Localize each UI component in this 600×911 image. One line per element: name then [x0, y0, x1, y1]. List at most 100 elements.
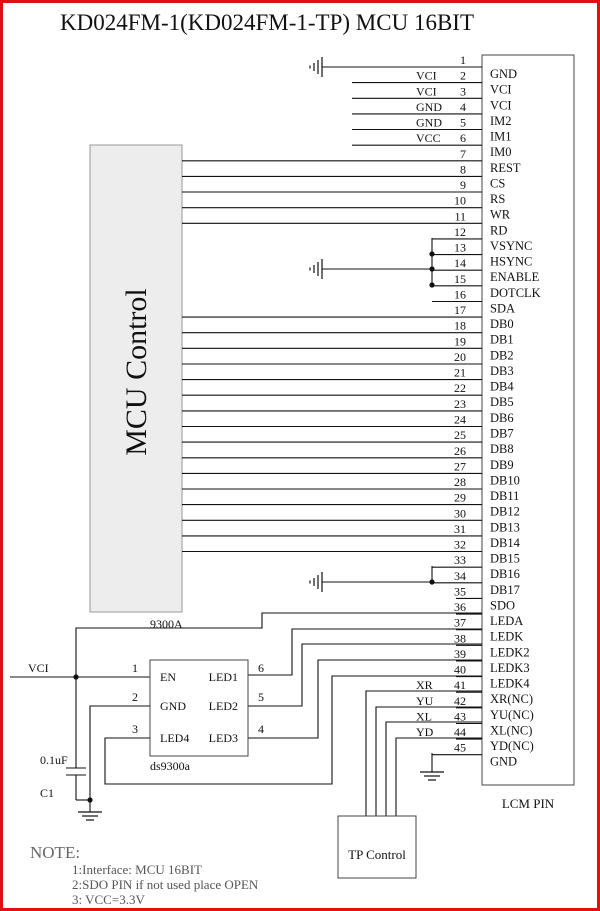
mcu-control-block [89, 144, 183, 613]
pin-number: 42 [454, 694, 466, 708]
pin-name: ENABLE [490, 270, 540, 284]
wire-xr [365, 690, 482, 816]
pin-number: 25 [454, 428, 466, 442]
lcm-connector-body [481, 54, 575, 786]
pin-number: 44 [454, 725, 466, 739]
wire-ledk3 [248, 659, 482, 739]
tp-control-label: TP Control [348, 847, 406, 862]
pin-name: DB6 [490, 411, 514, 425]
junction-dot [429, 579, 435, 585]
ground-icon [420, 771, 444, 781]
pin-name: DB15 [490, 552, 520, 566]
ic-pin-number: 6 [258, 661, 264, 675]
capacitor-ref: C1 [40, 786, 54, 800]
ic-part-label: 9300A [150, 617, 183, 631]
wire-yu [375, 706, 482, 816]
pin-name: RS [490, 192, 505, 206]
pin-name: DB5 [490, 395, 514, 409]
note-line: 1:Interface: MCU 16BIT [72, 862, 202, 877]
pin-name: LEDK2 [490, 645, 530, 659]
pin-number: 30 [454, 506, 466, 520]
pin-number: 16 [454, 288, 466, 302]
pin-number: 43 [454, 710, 466, 724]
net-label: VCC [416, 131, 441, 145]
pin-name: YD(NC) [490, 739, 534, 753]
wire-ledk4 [104, 675, 482, 785]
ic-pin-number: 5 [258, 690, 264, 704]
pin-name: GND [490, 67, 517, 81]
ic-pin-name: LED4 [160, 731, 189, 745]
pin-number: 40 [454, 663, 466, 677]
ic-pin-name: LED2 [209, 699, 238, 713]
pin-number: 45 [454, 741, 466, 755]
junction-dot [429, 251, 435, 257]
pin-name: DB17 [490, 583, 520, 597]
pin-name: RD [490, 223, 507, 237]
pin-name: DB14 [490, 536, 521, 550]
wire-ic-gnd [89, 705, 150, 812]
junction-dot [429, 266, 435, 272]
junction-dot [429, 282, 435, 288]
pin-number: 6 [460, 131, 466, 145]
ic-pin-number: 4 [258, 722, 264, 736]
ground-icon [309, 57, 323, 77]
net-label: YU [416, 694, 434, 708]
pin-number: 23 [454, 397, 466, 411]
pin-number: 20 [454, 350, 466, 364]
pin-name: DB4 [490, 380, 514, 394]
pin-number: 27 [454, 459, 466, 473]
pin-name: DB0 [490, 317, 514, 331]
wire-yd [395, 737, 482, 816]
pin-number: 26 [454, 444, 466, 458]
pin-name: SDO [490, 598, 515, 612]
wire-ledk [248, 628, 482, 676]
pin-number: 41 [454, 678, 466, 692]
pin-number: 31 [454, 522, 466, 536]
pin-name: DB11 [490, 489, 519, 503]
net-label: XR [416, 678, 433, 692]
pin-number: 28 [454, 475, 466, 489]
connector-pins: 1GND2VCIVCI3VCIVCI4IM2GND5IM1GND6IM0VCC7… [182, 53, 541, 769]
net-label: VCI [416, 69, 437, 83]
pin-name: XR(NC) [490, 692, 533, 706]
pin-name: XL(NC) [490, 724, 532, 738]
pin-number: 18 [454, 319, 466, 333]
pin-number: 17 [454, 303, 466, 317]
pin-name: CS [490, 176, 505, 190]
pin-name: VCI [490, 98, 512, 112]
ic-pin-number: 3 [132, 722, 138, 736]
pin-number: 29 [454, 491, 466, 505]
pin-number: 13 [454, 241, 466, 255]
ic-pin-number: 2 [132, 690, 138, 704]
pin-number: 1 [460, 53, 466, 67]
pin-number: 4 [460, 100, 466, 114]
pin-name: LEDA [490, 614, 523, 628]
pin-name: DOTCLK [490, 286, 541, 300]
pin-name: LEDK [490, 630, 523, 644]
pin-name: GND [490, 755, 517, 769]
pin-name: VCI [490, 83, 512, 97]
pin-name: IM1 [490, 130, 512, 144]
ic-pin-number: 1 [132, 661, 138, 675]
wire-ledk2 [248, 643, 482, 707]
pin-number: 15 [454, 272, 466, 286]
ic-pin-name: LED3 [209, 731, 238, 745]
pin-name: LEDK3 [490, 661, 530, 675]
page-title: KD024FM-1(KD024FM-1-TP) MCU 16BIT [60, 10, 474, 35]
pin-number: 21 [454, 366, 466, 380]
net-label: GND [416, 100, 442, 114]
ic-pin-name: EN [160, 670, 176, 684]
ic-subtitle: ds9300a [150, 759, 191, 773]
pin-number: 34 [454, 569, 466, 583]
pin-name: WR [490, 208, 511, 222]
pin-number: 37 [454, 616, 466, 630]
note-line: 2:SDO PIN if not used place OPEN [72, 877, 259, 892]
junction-dots [73, 251, 435, 803]
pin-number: 14 [454, 256, 466, 270]
net-label: YD [416, 725, 434, 739]
pin-name: DB12 [490, 505, 520, 519]
pin-number: 35 [454, 584, 466, 598]
